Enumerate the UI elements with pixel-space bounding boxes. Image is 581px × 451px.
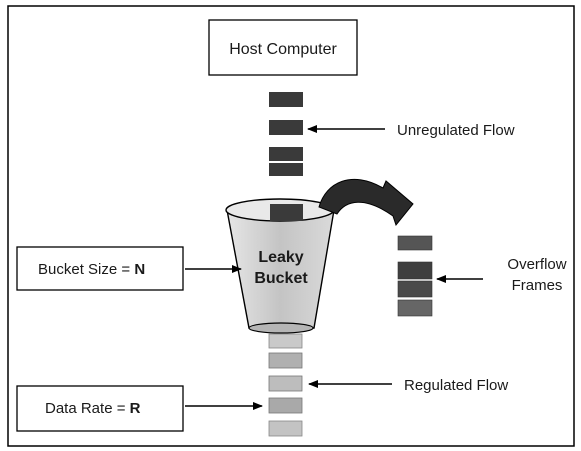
data-rate-label: Data Rate = R	[45, 400, 141, 417]
regulated-frames	[269, 334, 302, 436]
regulated-frame	[269, 421, 302, 436]
bucket-body	[227, 210, 334, 328]
unregulated-label: Unregulated Flow	[397, 122, 515, 139]
data-rate-prefix: Data Rate =	[45, 400, 130, 417]
regulated-frame	[269, 398, 302, 413]
frame-in-bucket	[270, 204, 303, 221]
regulated-label: Regulated Flow	[404, 377, 508, 394]
data-rate-box: Data Rate = R	[17, 386, 183, 431]
bucket-bottom	[249, 323, 313, 333]
unregulated-frame	[269, 92, 303, 107]
overflow-label-line2: Frames	[512, 277, 563, 294]
unregulated-frame	[269, 120, 303, 135]
regulated-frame	[269, 334, 302, 348]
bucket-size-box: Bucket Size = N	[17, 247, 183, 290]
regulated-frame	[269, 353, 302, 368]
overflow-label-line1: Overflow	[507, 256, 566, 273]
bucket-size-variable: N	[134, 261, 145, 278]
overflow-frame	[398, 236, 432, 250]
data-rate-variable: R	[130, 400, 141, 417]
overflow-frame	[398, 281, 432, 297]
bucket-label-line1: Leaky	[258, 249, 303, 266]
regulated-frame	[269, 376, 302, 391]
leaky-bucket: Leaky Bucket	[226, 199, 334, 333]
host-computer-box: Host Computer	[209, 20, 357, 75]
host-computer-label: Host Computer	[229, 41, 337, 58]
unregulated-frame	[269, 147, 303, 161]
bucket-size-label: Bucket Size = N	[38, 261, 145, 278]
bucket-size-prefix: Bucket Size =	[38, 261, 134, 278]
unregulated-frames	[269, 92, 303, 176]
overflow-frame	[398, 262, 432, 279]
overflow-frame	[398, 300, 432, 316]
unregulated-frame	[269, 163, 303, 176]
overflow-frames	[398, 236, 432, 316]
bucket-label-line2: Bucket	[254, 270, 308, 287]
